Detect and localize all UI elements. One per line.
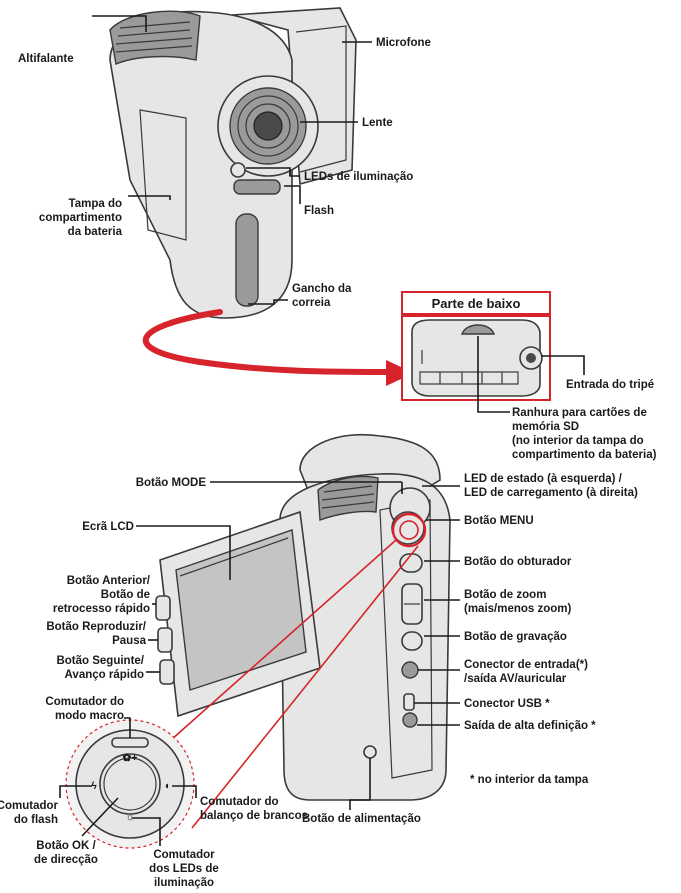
dpad-leaders [59,717,197,846]
footnote: * no interior da tampa [470,774,589,786]
svg-text:Botão Reproduzir/: Botão Reproduzir/ [46,621,146,633]
svg-text:Comutador: Comutador [0,800,59,812]
label-led-switch: Comutador dos LEDs de iluminação [149,849,219,889]
bottom-view-title: Parte de baixo [432,296,521,311]
white-balance-icon: ◐ [165,780,171,792]
svg-text:Conector de entrada(*): Conector de entrada(*) [464,659,588,671]
label-lens: Lente [362,117,393,129]
svg-text:compartimento da bateria): compartimento da bateria) [512,449,657,461]
led-icon: ☼ [125,811,135,823]
svg-text:Comutador do: Comutador do [45,696,124,708]
svg-text:modo macro: modo macro [55,710,124,722]
label-mode-button: Botão MODE [136,477,207,489]
svg-text:da bateria: da bateria [68,226,123,238]
label-speaker: Altifalante [18,53,74,65]
svg-text:/saída AV/auricular: /saída AV/auricular [464,673,567,685]
svg-text:Gancho da: Gancho da [292,283,352,295]
svg-text:Ranhura para cartões de: Ranhura para cartões de [512,407,647,419]
label-strap-hook: Gancho da correia [292,283,352,309]
svg-text:LED de carregamento (à direita: LED de carregamento (à direita) [464,487,638,499]
svg-text:de direcção: de direcção [34,854,98,866]
label-shutter: Botão do obturador [464,556,572,568]
label-usb: Conector USB * [464,698,550,710]
label-lcd: Ecrã LCD [82,521,134,533]
svg-text:iluminação: iluminação [154,877,214,889]
bottom-view-leaders [477,336,585,413]
svg-text:retrocesso rápido: retrocesso rápido [53,603,150,615]
svg-text:balanço de brancos: balanço de brancos [200,810,308,822]
svg-text:do flash: do flash [14,814,58,826]
label-white-balance: Comutador do balanço de brancos [200,796,308,822]
svg-text:Comutador do: Comutador do [200,796,279,808]
svg-text:(no interior da tampa do: (no interior da tampa do [512,435,644,447]
label-record: Botão de gravação [464,631,567,643]
label-previous: Botão Anterior/ Botão de retrocesso rápi… [53,575,151,615]
label-zoom: Botão de zoom (mais/menos zoom) [464,589,572,615]
svg-text:Avanço rápido: Avanço rápido [65,669,144,681]
svg-text:LED de estado (à esquerda) /: LED de estado (à esquerda) / [464,473,623,485]
label-hd-out: Saída de alta definição * [464,720,596,732]
svg-text:Botão Seguinte/: Botão Seguinte/ [56,655,144,667]
svg-text:Botão de: Botão de [101,589,150,601]
label-av-connector: Conector de entrada(*) /saída AV/auricul… [464,659,588,685]
label-battery-cover: Tampa do compartimento da bateria [39,198,123,238]
svg-text:(mais/menos zoom): (mais/menos zoom) [464,603,572,615]
svg-text:Comutador: Comutador [153,849,215,861]
svg-text:correia: correia [292,297,331,309]
label-tripod: Entrada do tripé [566,379,654,391]
dpad-detail-illustration: ✿+ ϟ ◐ ☼ [65,719,195,849]
camcorder-back-illustration [155,433,451,801]
svg-text:Pausa: Pausa [112,635,146,647]
svg-text:memória SD: memória SD [512,421,579,433]
top-view-leaders [92,15,372,305]
bottom-view-panel: Parte de baixo [401,291,551,401]
back-view-leaders [136,481,460,810]
label-microphone: Microfone [376,37,431,49]
red-arrow [142,309,414,386]
label-power: Botão de alimentação [302,813,421,825]
label-status-led: LED de estado (à esquerda) / LED de carr… [464,473,638,499]
label-leds: LEDs de iluminação [304,171,413,183]
label-sd-slot: Ranhura para cartões de memória SD (no i… [512,407,657,461]
svg-text:dos LEDs de: dos LEDs de [149,863,219,875]
svg-text:Botão de zoom: Botão de zoom [464,589,546,601]
label-play-pause: Botão Reproduzir/ Pausa [46,621,146,647]
label-menu-button: Botão MENU [464,515,534,527]
camcorder-front-illustration [109,7,357,319]
label-next: Botão Seguinte/ Avanço rápido [56,655,144,681]
dpad-highlight [161,512,427,829]
label-flash-switch: Comutador do flash [0,800,59,826]
flash-icon: ϟ [91,780,97,792]
label-macro-switch: Comutador do modo macro [45,696,124,722]
label-ok-button: Botão OK / de direcção [34,840,98,866]
svg-text:Tampa do: Tampa do [69,198,122,210]
svg-text:compartimento: compartimento [39,212,122,224]
svg-text:Botão OK /: Botão OK / [36,840,96,852]
svg-text:Botão Anterior/: Botão Anterior/ [67,575,151,587]
label-flash: Flash [304,205,334,217]
macro-icon: ✿+ [123,752,138,764]
